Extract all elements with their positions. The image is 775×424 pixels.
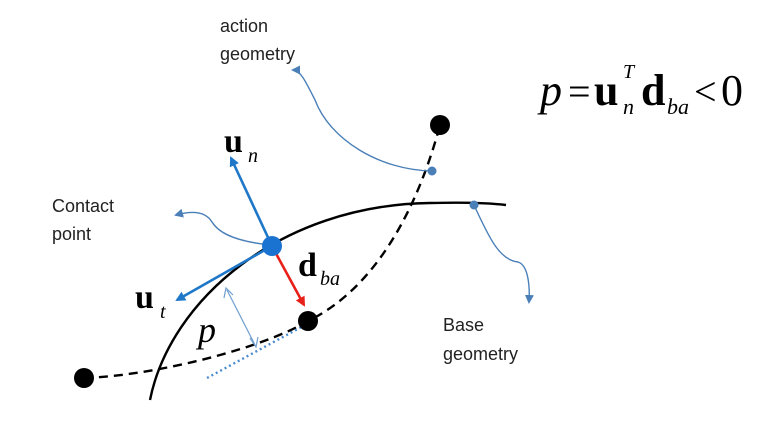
un-symbol-sub: n	[248, 145, 258, 167]
contact-point-label-line1: Contact	[52, 196, 114, 216]
base-geometry-label-line2: geometry	[443, 344, 518, 364]
equation-rhs: 0	[721, 66, 743, 115]
normal-vector-un	[229, 156, 274, 247]
equation-d: d	[641, 66, 665, 115]
ut-symbol-base: u	[135, 279, 154, 316]
equation-u-sup: T	[623, 61, 636, 83]
action-geometry-label-line2: geometry	[220, 44, 295, 64]
un-symbol-base: u	[224, 123, 243, 160]
dba-symbol-sub: ba	[320, 268, 340, 290]
base-curve-marker-dot	[469, 200, 479, 210]
base-geometry-curve	[148, 201, 507, 401]
dba-symbol-base: d	[298, 247, 317, 284]
projection-tangent-line	[206, 322, 308, 380]
distance-p-arrow	[226, 289, 256, 346]
contact-point-label-line2: point	[52, 224, 91, 244]
action-curve-marker-dot	[427, 166, 437, 176]
equation-u: u	[594, 66, 618, 115]
action-end-point-top	[430, 115, 450, 135]
distance-vector-dba	[271, 247, 306, 307]
distance-p-arrow-head-bottom	[249, 336, 259, 349]
equation-d-sub: ba	[667, 94, 689, 119]
action-end-point-left	[74, 368, 94, 388]
projected-point	[298, 311, 318, 331]
tangent-vector-ut	[175, 244, 273, 302]
base-geometry-callout	[473, 204, 534, 304]
action-geometry-callout	[291, 65, 433, 172]
action-geometry-label-line1: action	[220, 16, 268, 36]
contact-point-dot	[262, 236, 282, 256]
base-geometry-label-line1: Base	[443, 315, 484, 335]
equation-equals: =	[568, 69, 591, 114]
contact-point-callout	[174, 208, 272, 246]
equation-less-than: <	[694, 69, 717, 114]
ut-symbol-sub: t	[160, 301, 166, 323]
distance-p-arrow-head-top	[223, 286, 234, 299]
equation-lhs: p	[537, 66, 562, 115]
equation-u-sub: n	[623, 94, 634, 119]
p-symbol: p	[195, 310, 216, 350]
